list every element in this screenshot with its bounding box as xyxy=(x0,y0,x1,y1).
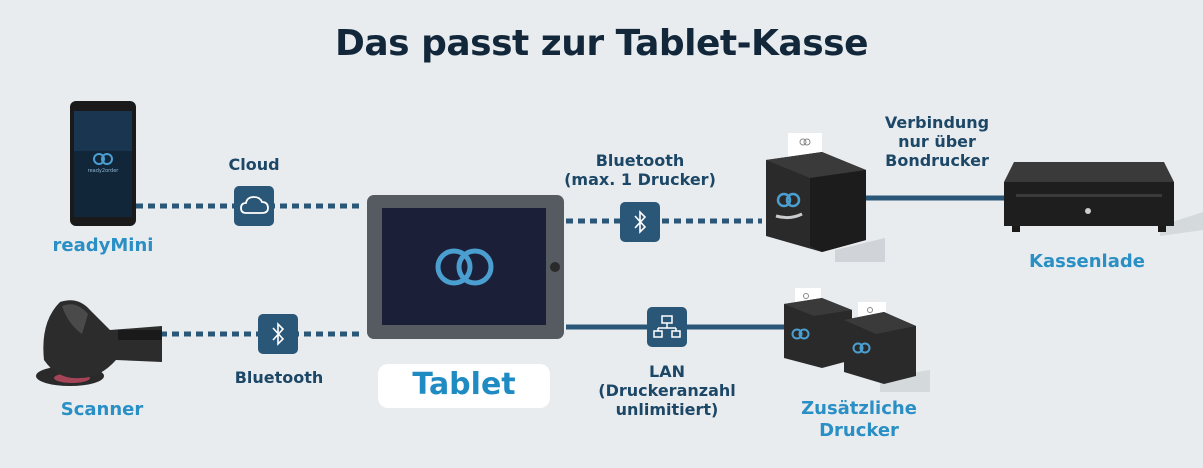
bluetooth-scanner-label: Bluetooth xyxy=(234,368,324,387)
zusaetzliche-drucker-label: Zusätzliche Drucker xyxy=(801,398,917,441)
network-icon xyxy=(647,307,687,347)
cloud-label: Cloud xyxy=(228,155,280,174)
bluetooth-printer-label: Bluetooth (max. 1 Drucker) xyxy=(564,151,716,190)
cash-drawer xyxy=(1004,162,1203,236)
bluetooth-icon xyxy=(258,314,298,354)
tablet-logo xyxy=(435,248,494,286)
tablet-label-pill: Tablet xyxy=(378,364,550,408)
lan-label: LAN (Druckeranzahl unlimitiert) xyxy=(598,362,736,420)
additional-printers xyxy=(784,288,930,392)
readymini-phone: ready2order xyxy=(70,101,136,226)
scanner-label: Scanner xyxy=(60,399,144,420)
tablet-label: Tablet xyxy=(412,367,516,402)
scanner-device xyxy=(36,300,163,386)
readymini-label: readyMini xyxy=(52,235,154,256)
bluetooth-icon xyxy=(620,202,660,242)
receipt-printer xyxy=(766,133,885,262)
kassenlade-label: Kassenlade xyxy=(1029,251,1145,272)
verbindung-label: Verbindung nur über Bondrucker xyxy=(884,113,990,171)
page-title: Das passt zur Tablet-Kasse xyxy=(334,23,869,64)
phone-brand-text: ready2order xyxy=(88,168,120,174)
tablet-device xyxy=(367,195,564,339)
cloud-icon xyxy=(234,186,274,226)
